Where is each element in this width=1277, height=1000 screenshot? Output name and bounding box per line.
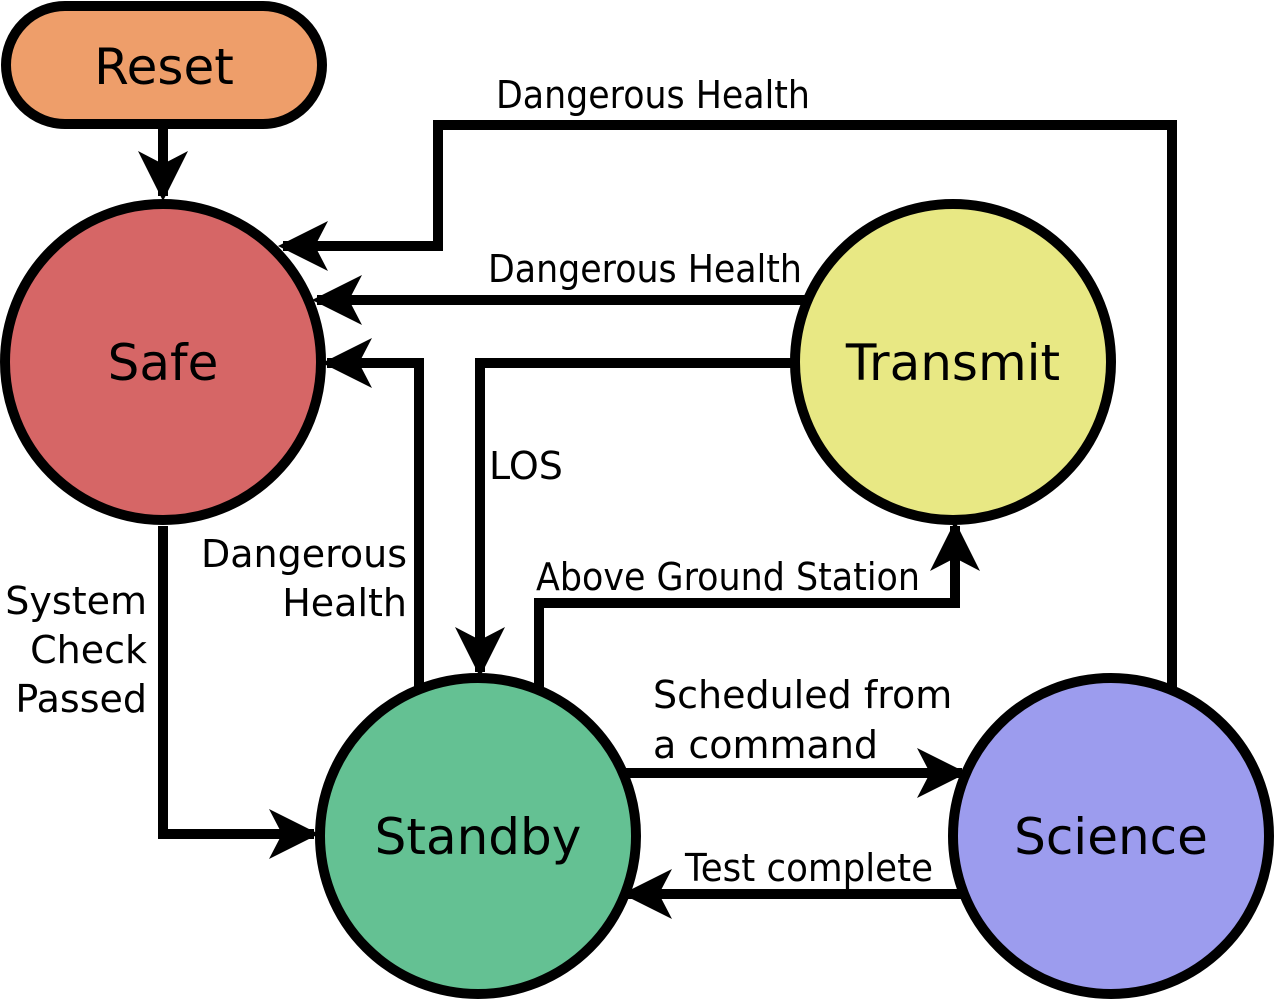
safe-to-standby-label-line-3: Passed bbox=[15, 677, 147, 721]
standby-to-transmit-label: Above Ground Station bbox=[536, 555, 920, 599]
edge-transmit-to-standby bbox=[455, 358, 795, 677]
science-to-safe-label: Dangerous Health bbox=[496, 73, 810, 117]
edge-science-to-safe bbox=[278, 120, 1177, 688]
science-to-standby-label: Test complete bbox=[684, 846, 933, 890]
safe-node bbox=[0, 199, 326, 525]
standby-label: Standby bbox=[375, 808, 582, 866]
standby-to-science-label-line-2: a command bbox=[653, 723, 878, 767]
standby-node bbox=[315, 673, 641, 999]
standby-to-safe-label-line-1: Dangerous bbox=[201, 532, 407, 576]
reset-label: Reset bbox=[94, 38, 234, 96]
transmit-to-safe-label: Dangerous Health bbox=[488, 247, 802, 291]
science-label: Science bbox=[1014, 808, 1208, 866]
standby-to-safe-label-line-2: Health bbox=[282, 581, 407, 625]
transmit-to-standby-label: LOS bbox=[489, 444, 563, 488]
transmit-label: Transmit bbox=[845, 334, 1060, 392]
safe-to-standby-label-line-1: System bbox=[5, 579, 147, 623]
standby-to-science-label-line-1: Scheduled from bbox=[653, 673, 952, 717]
transmit-node bbox=[790, 199, 1116, 525]
edge-safe-to-standby bbox=[158, 526, 319, 859]
edge-standby-to-transmit bbox=[534, 521, 980, 688]
edge-standby-to-safe bbox=[322, 338, 424, 688]
safe-to-standby-label-line-2: Check bbox=[30, 628, 147, 672]
safe-label: Safe bbox=[108, 334, 219, 392]
reset-node bbox=[1, 1, 327, 129]
science-node bbox=[948, 673, 1274, 999]
